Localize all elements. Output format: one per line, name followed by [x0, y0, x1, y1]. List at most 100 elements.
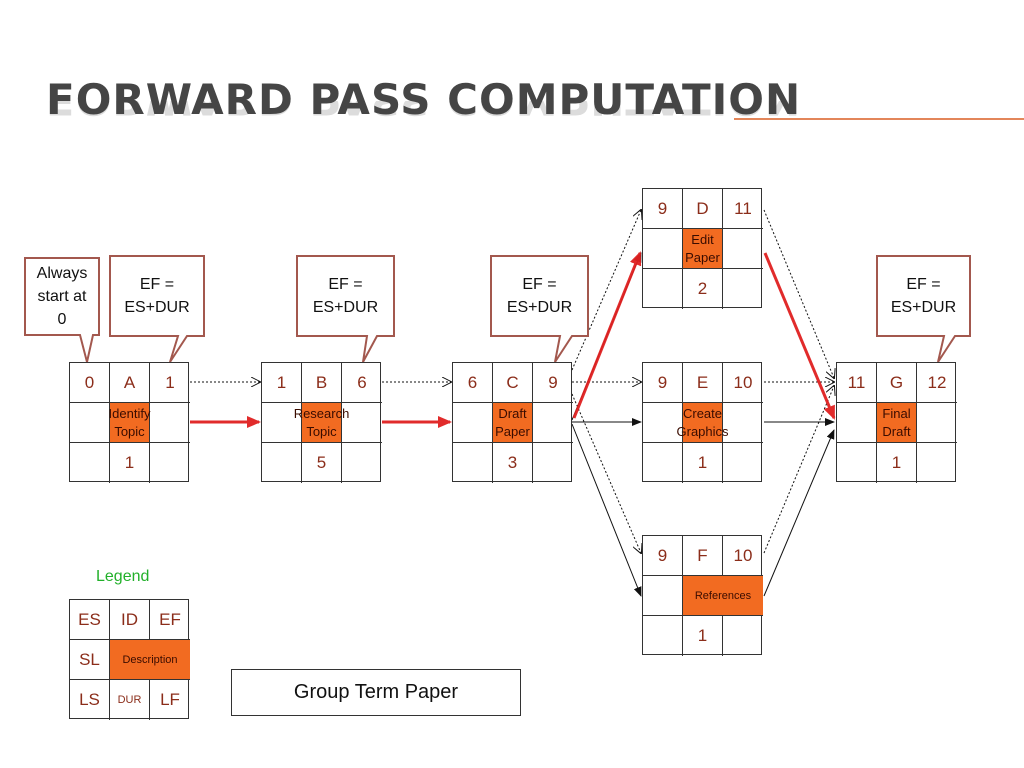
node-d-ls: [643, 269, 683, 309]
node-e-id: E: [683, 363, 723, 403]
node-e-lf: [723, 443, 763, 483]
legend-description: Description: [110, 640, 190, 680]
activity-node-g: 11 G 12 Final Draft 1: [836, 362, 957, 483]
callout-ef-c-text: EF = ES+DUR: [506, 276, 573, 316]
node-c-id: C: [493, 363, 533, 403]
activity-node-c: 6 C 9 Draft Paper 3: [452, 362, 573, 483]
node-c-description: Draft Paper: [493, 403, 533, 443]
callout-ef-c: EF = ES+DUR: [493, 258, 586, 334]
node-g-description: Final Draft: [877, 403, 917, 443]
node-b-es: 1: [262, 363, 302, 403]
node-a-es: 0: [70, 363, 110, 403]
solid-arrow-f-g: [763, 429, 835, 597]
callout-start-shape: [24, 257, 100, 363]
legend-lf: LF: [160, 690, 180, 709]
callout-ef-b: EF = ES+DUR: [299, 258, 392, 334]
legend-es: ES: [70, 600, 110, 640]
node-a-lf: [150, 443, 190, 483]
callout-ef-g-text: EF = ES+DUR: [890, 276, 957, 316]
dotted-arrow-d-g: [763, 209, 834, 378]
legend-title: Legend: [96, 568, 150, 585]
node-a-id: A: [110, 363, 150, 403]
node-d-sl: [643, 229, 683, 269]
node-b-lf: [342, 443, 382, 483]
callout-ef-g-shape: [876, 255, 971, 363]
legend-dur: DUR: [110, 680, 150, 720]
callout-always-start-text: Always start at 0: [36, 265, 88, 328]
node-f-sl: [643, 576, 683, 616]
solid-arrow-c-f: [571, 423, 642, 597]
callout-ef-b-text: EF = ES+DUR: [312, 276, 379, 316]
node-c-sl: [453, 403, 493, 443]
node-g-dur: 1: [877, 443, 917, 483]
dotted-arrow-c-d: [571, 210, 641, 371]
node-b-id: B: [302, 363, 342, 403]
node-d-ef: 11: [723, 189, 763, 229]
node-c-sf: [533, 403, 573, 443]
node-b-sl: [262, 403, 302, 443]
legend-ef: EF: [150, 600, 190, 640]
node-g-sl: [837, 403, 877, 443]
node-c-ef: 9: [533, 363, 573, 403]
node-b-sf: [342, 403, 382, 443]
critical-arrow-c-d: [572, 251, 642, 419]
node-g-ef: 12: [917, 363, 957, 403]
node-a-sf: [150, 403, 190, 443]
dotted-arrow-f-g: [763, 386, 834, 554]
callout-ef-a-shape: [109, 255, 205, 363]
node-b-ls: [262, 443, 302, 483]
node-g-ls: [837, 443, 877, 483]
callout-ef-c-shape: [490, 255, 589, 363]
node-g-sf: [917, 403, 957, 443]
node-c-dur: 3: [493, 443, 533, 483]
activity-node-f: 9 F 10 References 1: [642, 535, 763, 656]
activity-node-a: 0 A 1 Identify Topic 1: [69, 362, 190, 483]
node-g-lf: [917, 443, 957, 483]
legend-node: ES ID EF SL Description LS DUR LF: [69, 599, 190, 720]
node-b-dur: 5: [302, 443, 342, 483]
dotted-arrow-c-f: [571, 393, 641, 553]
activity-node-d: 9 D 11 Edit Paper 2: [642, 188, 763, 309]
callout-always-start: Always start at 0: [27, 260, 97, 333]
legend-id: ID: [110, 600, 150, 640]
node-e-sl: [643, 403, 683, 443]
node-b-description: Research Topic: [294, 403, 349, 443]
node-f-ef: 10: [723, 536, 763, 576]
node-f-dur: 1: [683, 616, 723, 656]
activity-node-e: 9 E 10 Create Graphics 1: [642, 362, 763, 483]
callout-ef-a: EF = ES+DUR: [112, 258, 202, 334]
node-g-id: G: [877, 363, 917, 403]
node-a-ef: 1: [150, 363, 190, 403]
node-f-description: References: [683, 576, 763, 616]
node-g-es: 11: [837, 363, 877, 403]
legend-ls: LS: [70, 680, 110, 720]
node-d-dur: 2: [683, 269, 723, 309]
node-e-description: Create Graphics: [677, 403, 729, 443]
node-a-ls: [70, 443, 110, 483]
callout-ef-b-shape: [296, 255, 395, 363]
node-f-ls: [643, 616, 683, 656]
activity-node-b: 1 B 6 Research Topic 5: [261, 362, 382, 483]
node-c-ls: [453, 443, 493, 483]
node-d-lf: [723, 269, 763, 309]
node-d-description: Edit Paper: [683, 229, 723, 269]
node-a-description: Identify Topic: [109, 403, 150, 443]
node-e-dur: 1: [683, 443, 723, 483]
node-f-es: 9: [643, 536, 683, 576]
legend-sl: SL: [70, 640, 110, 680]
page-title: FORWARD PASS COMPUTATION: [46, 75, 802, 124]
node-c-lf: [533, 443, 573, 483]
project-label: Group Term Paper: [231, 669, 521, 716]
node-c-es: 6: [453, 363, 493, 403]
node-e-ef: 10: [723, 363, 763, 403]
callout-ef-g: EF = ES+DUR: [879, 258, 968, 334]
node-a-sl: [70, 403, 110, 443]
critical-arrow-d-g: [763, 252, 836, 420]
project-label-text: Group Term Paper: [293, 681, 459, 703]
callout-ef-a-text: EF = ES+DUR: [124, 276, 190, 316]
node-d-sf: [723, 229, 763, 269]
node-f-lf: [723, 616, 763, 656]
node-d-id: D: [683, 189, 723, 229]
node-b-ef: 6: [342, 363, 382, 403]
